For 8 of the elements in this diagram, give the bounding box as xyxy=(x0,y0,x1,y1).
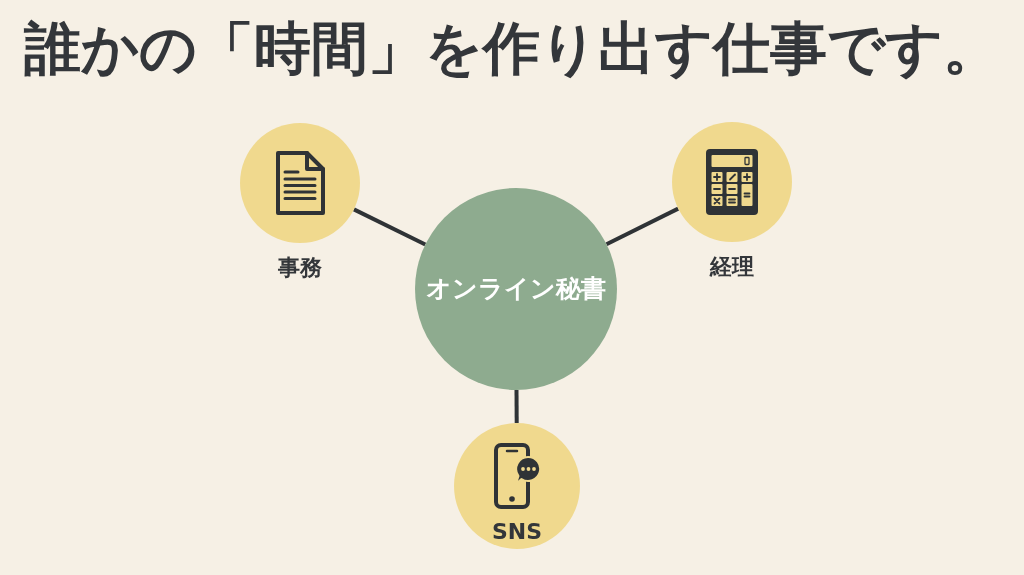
node-label: SNS xyxy=(491,519,543,546)
node-label: 経理 xyxy=(710,254,754,281)
node-label: 事務 xyxy=(278,255,322,282)
node-label: オンライン秘書 xyxy=(426,274,606,304)
connector-line xyxy=(605,206,680,246)
connector-line xyxy=(514,390,519,423)
connector-line xyxy=(353,207,427,247)
slide-title: 誰かの「時間」を作り出す仕事です。 xyxy=(23,14,1001,83)
